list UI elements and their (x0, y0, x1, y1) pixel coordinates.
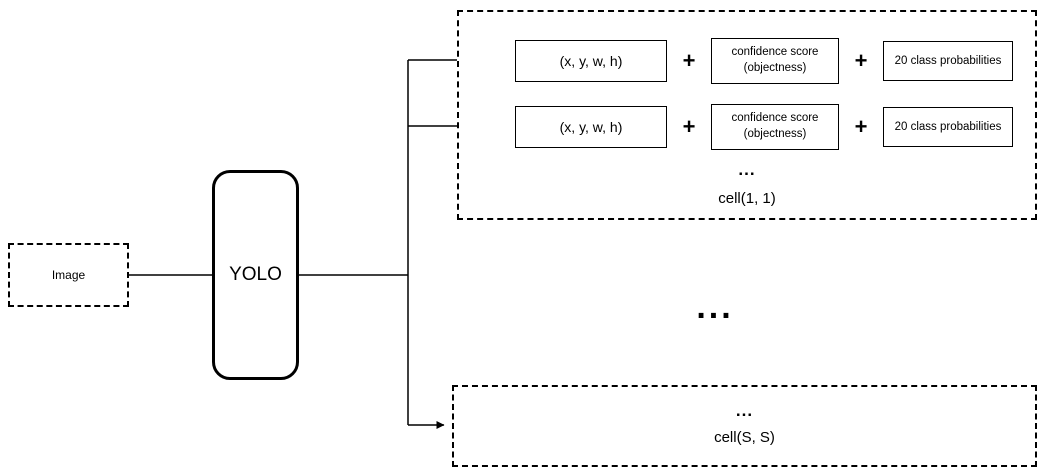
confidence-line-1: confidence score (731, 46, 819, 59)
cell-1-1-label: cell(1, 1) (718, 190, 776, 207)
class-probabilities-box: 20 class probabilities (883, 107, 1013, 147)
plus-sign: + (682, 114, 696, 139)
plus-sign: + (682, 48, 696, 73)
yolo-node: YOLO (212, 170, 299, 380)
confidence-box: confidence score (objectness) (711, 38, 839, 84)
class-probabilities-label: 20 class probabilities (894, 121, 1002, 133)
cell-1-1-group: (x, y, w, h) + confidence score (objectn… (457, 10, 1037, 220)
plus-sign: + (854, 114, 868, 139)
bbox-box: (x, y, w, h) (515, 106, 667, 148)
cells-ellipsis: ... (696, 288, 734, 326)
image-node-label: Image (51, 268, 86, 282)
cell-s-s-label: cell(S, S) (714, 429, 775, 446)
bbox-label: (x, y, w, h) (559, 53, 623, 69)
prediction-row-1: (x, y, w, h) + confidence score (objectn… (515, 38, 1013, 84)
bbox-label: (x, y, w, h) (559, 119, 623, 135)
class-probabilities-label: 20 class probabilities (894, 55, 1002, 67)
image-node: Image (8, 243, 129, 307)
confidence-line-2: (objectness) (743, 62, 807, 74)
cell-s-s-group: ... cell(S, S) (452, 385, 1037, 467)
prediction-row-2: (x, y, w, h) + confidence score (objectn… (515, 104, 1013, 150)
plus-sign: + (854, 48, 868, 73)
confidence-line-1: confidence score (731, 112, 819, 125)
confidence-line-2: (objectness) (743, 128, 807, 140)
bbox-box: (x, y, w, h) (515, 40, 667, 82)
yolo-node-label: YOLO (229, 264, 282, 285)
cell-s-s-ellipsis: ... (735, 401, 754, 420)
confidence-box: confidence score (objectness) (711, 104, 839, 150)
cell-1-1-ellipsis: ... (738, 160, 756, 179)
class-probabilities-box: 20 class probabilities (883, 41, 1013, 81)
